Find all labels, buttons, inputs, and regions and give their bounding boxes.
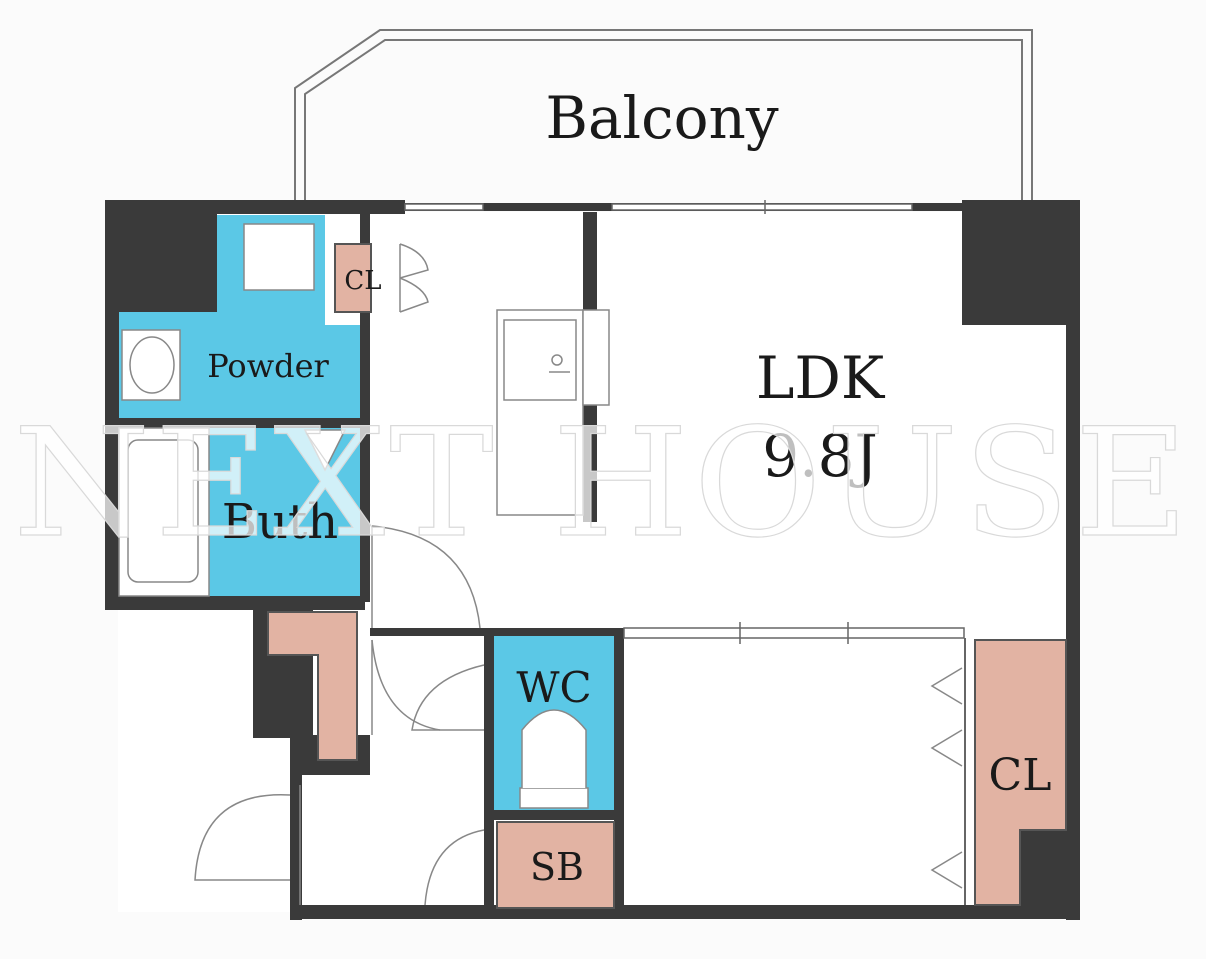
closet-small-label: CL xyxy=(344,266,381,296)
ldk-size-label: 9.8J xyxy=(762,422,878,490)
kitchen-counter xyxy=(496,309,610,516)
walls xyxy=(105,200,1080,920)
wc-label: WC xyxy=(516,663,591,712)
powder-room xyxy=(119,215,360,418)
watermark: NEXT HOUSE xyxy=(13,397,1193,571)
powder-label: Powder xyxy=(207,347,329,385)
closet-small-doors xyxy=(399,243,429,313)
entrance-storage xyxy=(267,611,358,761)
bath-room xyxy=(118,427,360,597)
hall-doors xyxy=(194,525,485,906)
closet-small xyxy=(334,243,372,313)
balcony-area xyxy=(294,29,1033,200)
closet-large-label: CL xyxy=(989,750,1052,801)
balcony-label: Balcony xyxy=(545,84,779,152)
closet-large-doors xyxy=(930,667,963,889)
sliding-partition xyxy=(623,622,965,644)
shoe-box xyxy=(496,821,615,909)
windows xyxy=(404,200,913,214)
wc-room xyxy=(494,636,614,810)
shoe-box-label: SB xyxy=(530,845,584,889)
ldk-label: LDK xyxy=(756,344,886,412)
bath-label: Buth xyxy=(222,494,338,550)
closet-large xyxy=(964,638,1067,906)
